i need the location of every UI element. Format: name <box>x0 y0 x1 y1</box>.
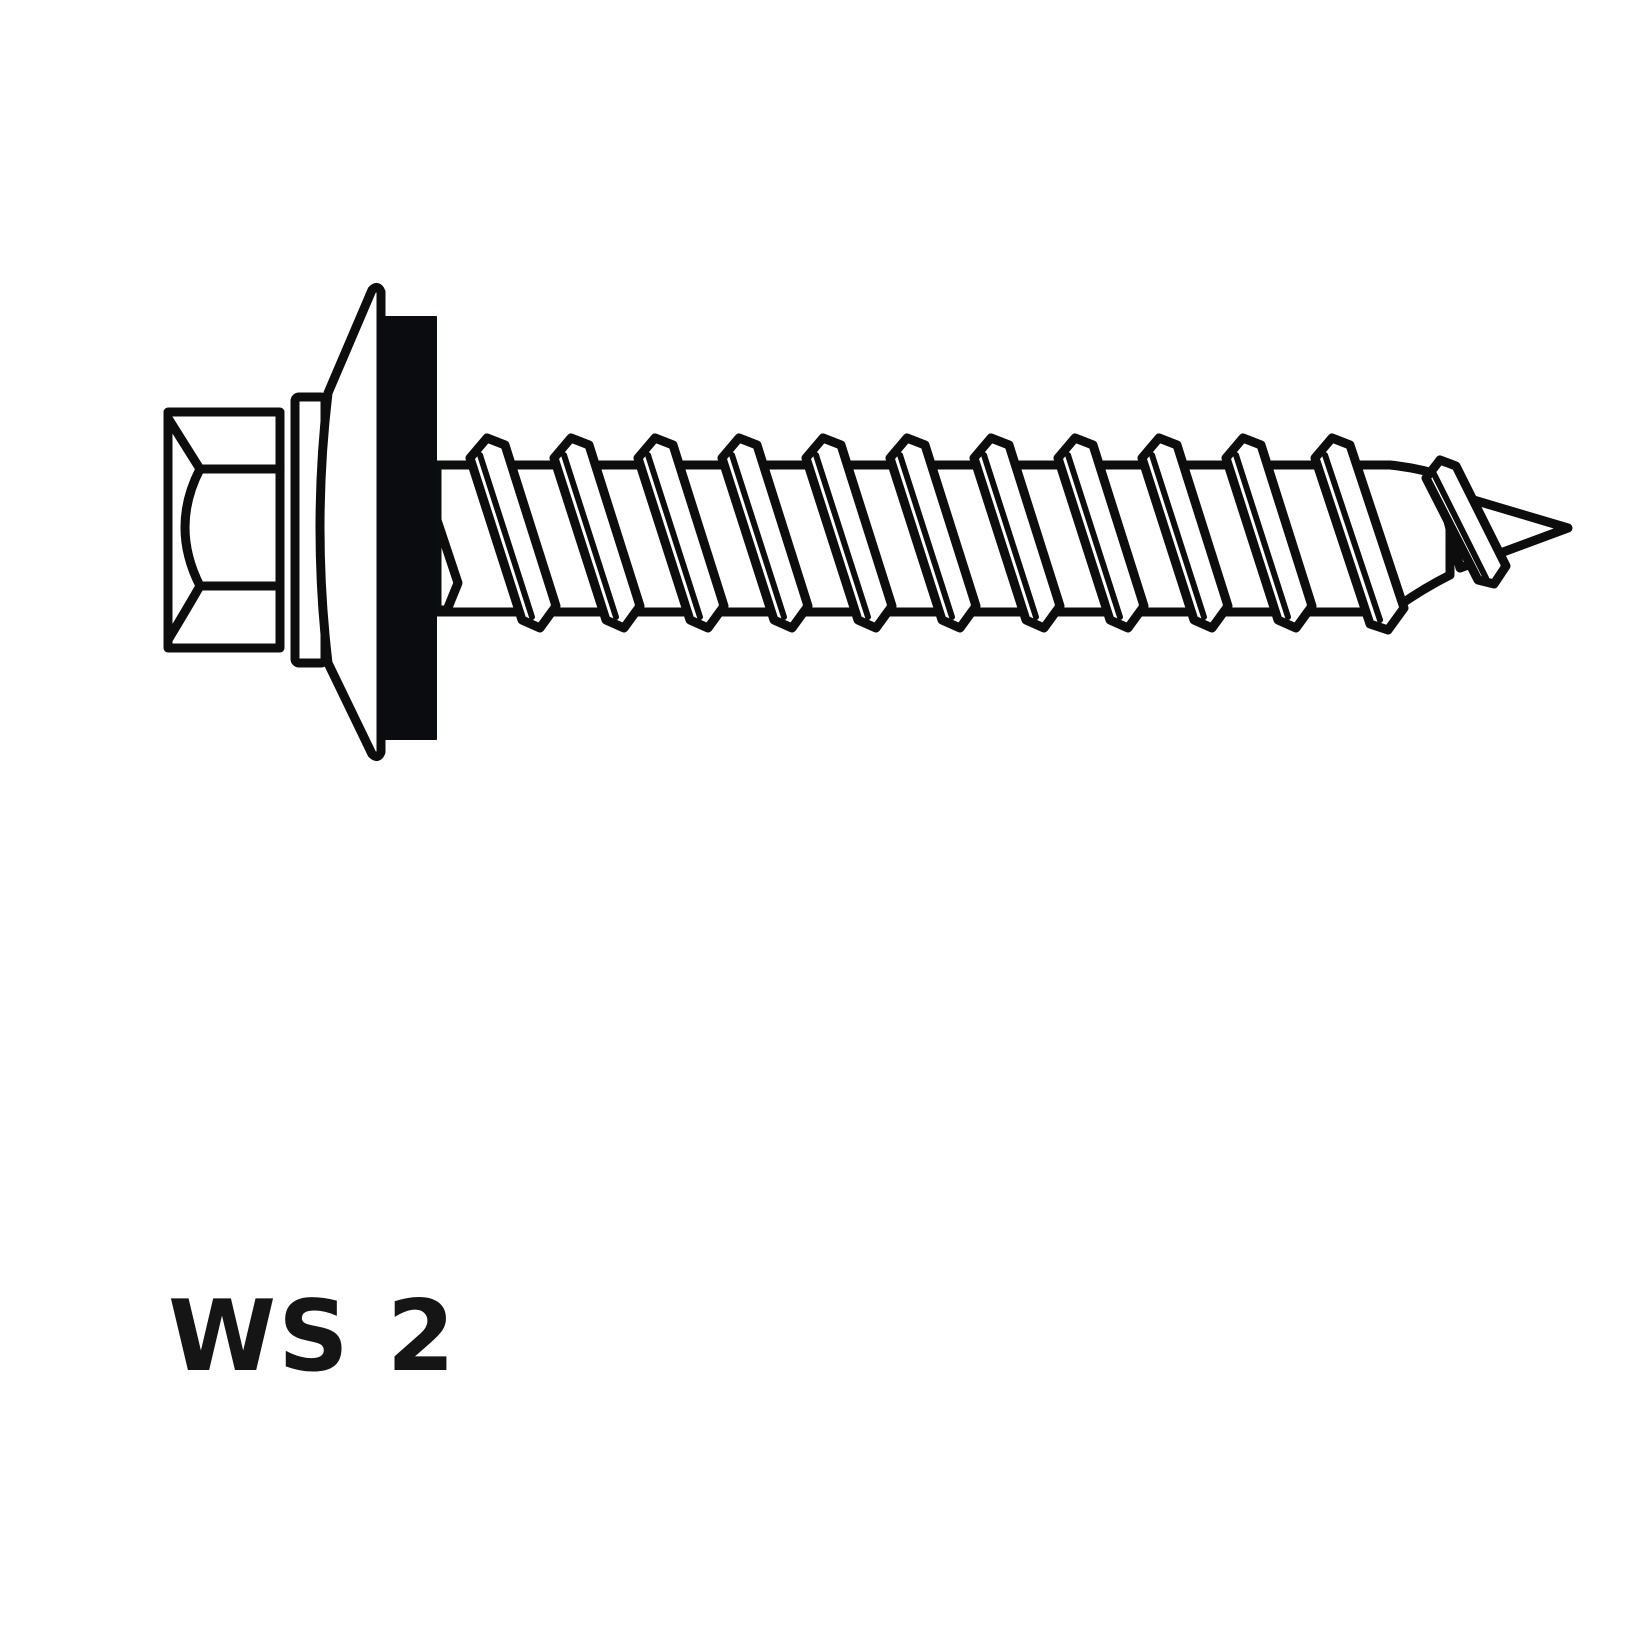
epdm-sealing-washer <box>380 316 437 740</box>
screw-threads <box>432 433 1511 635</box>
product-label: WS 2 <box>168 1280 457 1394</box>
hex-head <box>163 407 285 653</box>
metal-washer <box>315 282 386 762</box>
